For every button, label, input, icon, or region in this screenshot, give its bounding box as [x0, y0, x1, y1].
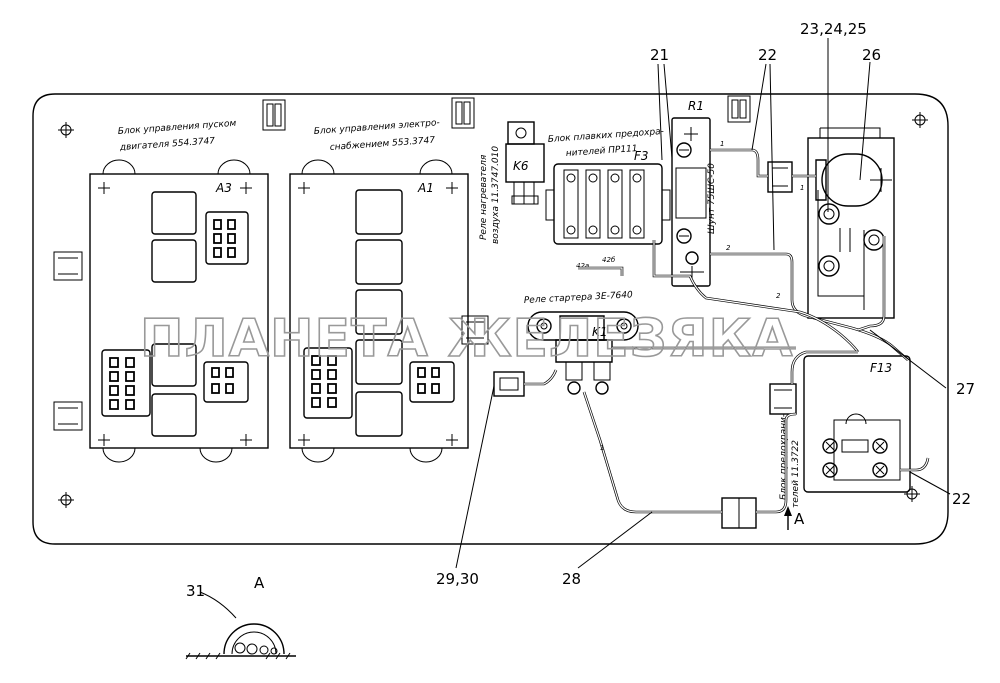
leader-lines [199, 38, 951, 619]
edge-connector-left-2 [53, 401, 83, 431]
connector-29-30 [493, 371, 525, 397]
wire-mark-1a: 1 [720, 140, 724, 148]
edge-connector-top-1 [262, 99, 286, 131]
callout-27: 27 [956, 380, 975, 398]
fuse-block-f3-caption-line2: нителей ПР111 [566, 144, 638, 159]
wire-harness: 1 1 2 2 1 [524, 140, 930, 514]
edge-connector-top-2 [451, 97, 475, 129]
callout-31: 31 [186, 582, 205, 600]
fuse-block-f13-ref: F13 [870, 361, 892, 375]
unit-a1-caption-line2: снабжением 553.3747 [330, 136, 436, 153]
edge-connector-top-3 [727, 95, 751, 123]
edge-connector-mid [461, 315, 489, 345]
relay-k6-caption-line2: воздуха 11.3747.010 [491, 146, 501, 244]
starter-relay-k1-ref: K1 [592, 325, 608, 339]
fuse-4 [629, 169, 645, 239]
fuse-block-f13: F13 Блок предохрани- телей 11.3722 [779, 355, 911, 508]
unit-a1: Блок управления электро- снабжением 553.… [289, 118, 469, 463]
callout-22-right: 22 [952, 490, 971, 508]
mounting-hole-top-left [58, 122, 74, 138]
starter-relay-k1-caption: Реле стартера 3Е-7640 [524, 290, 634, 306]
detail-view-title: А [254, 574, 265, 592]
mounting-plate [32, 93, 949, 545]
mounting-hole-top-right [912, 112, 928, 128]
unit-a1-ref: A1 [417, 181, 434, 195]
mounting-hole-bottom-left [58, 492, 74, 508]
shunt-r1-caption: Шунт 75ШС-50 [707, 163, 717, 234]
unit-a3-caption-line1: Блок управления пуском [118, 119, 237, 137]
detail-view-a: А [185, 574, 296, 660]
relay-k6-ref: K6 [513, 159, 529, 173]
callout-22-top: 22 [758, 46, 777, 64]
fuse-block-f13-caption-line2: телей 11.3722 [791, 440, 801, 508]
callout-26: 26 [862, 46, 881, 64]
wire-mark-1c: 1 [600, 444, 604, 452]
fuse-block-f3-wire-b: 42б [602, 256, 616, 264]
callout-28: 28 [562, 570, 581, 588]
harness-connector-bottom [721, 497, 757, 529]
unit-a1-caption-line1: Блок управления электро- [314, 118, 441, 137]
view-arrow-label: А [794, 510, 805, 528]
power-terminal-assembly [807, 127, 895, 319]
fuse-block-f3: Блок плавких предохра- нителей ПР111 F3 … [545, 127, 671, 270]
callout-21: 21 [650, 46, 669, 64]
harness-connector-right [769, 383, 797, 415]
callout-23-24-25: 23,24,25 [800, 20, 867, 38]
shunt-r1: R1 Шунт 75ШС-50 [671, 99, 717, 287]
relay-k6-caption-line1: Реле нагревателя [479, 154, 489, 240]
unit-a3-caption-line2: двигателя 554.3747 [119, 136, 216, 153]
relay-k6: K6 Реле нагревателя воздуха 11.3747.010 [479, 121, 545, 244]
fuse-block-f3-wire-a: 42а [576, 262, 589, 270]
fuse-2 [585, 169, 601, 239]
harness-connector-upper [767, 161, 793, 193]
edge-connector-left-1 [53, 251, 83, 281]
mounting-hole-bottom-right [904, 486, 920, 502]
fuse-block-f13-caption-line1: Блок предохрани- [779, 414, 789, 500]
wire-mark-2b: 2 [776, 292, 781, 300]
fuse-1 [563, 169, 579, 239]
fuse-block-f3-caption-line1: Блок плавких предохра- [548, 127, 665, 145]
wire-mark-2a: 2 [726, 244, 731, 252]
fuse-block-f3-ref: F3 [634, 149, 649, 163]
wire-mark-1b: 1 [800, 184, 804, 192]
fuse-3 [607, 169, 623, 239]
shunt-r1-ref: R1 [688, 99, 704, 113]
callout-29-30: 29,30 [436, 570, 479, 588]
watermark: ПЛАНЕТА ЖЕЛЕЗЯКА [140, 309, 793, 369]
unit-a3-ref: A3 [215, 181, 232, 195]
unit-a3: Блок управления пуском двигателя 554.374… [89, 119, 269, 463]
view-arrow: А [784, 506, 805, 530]
